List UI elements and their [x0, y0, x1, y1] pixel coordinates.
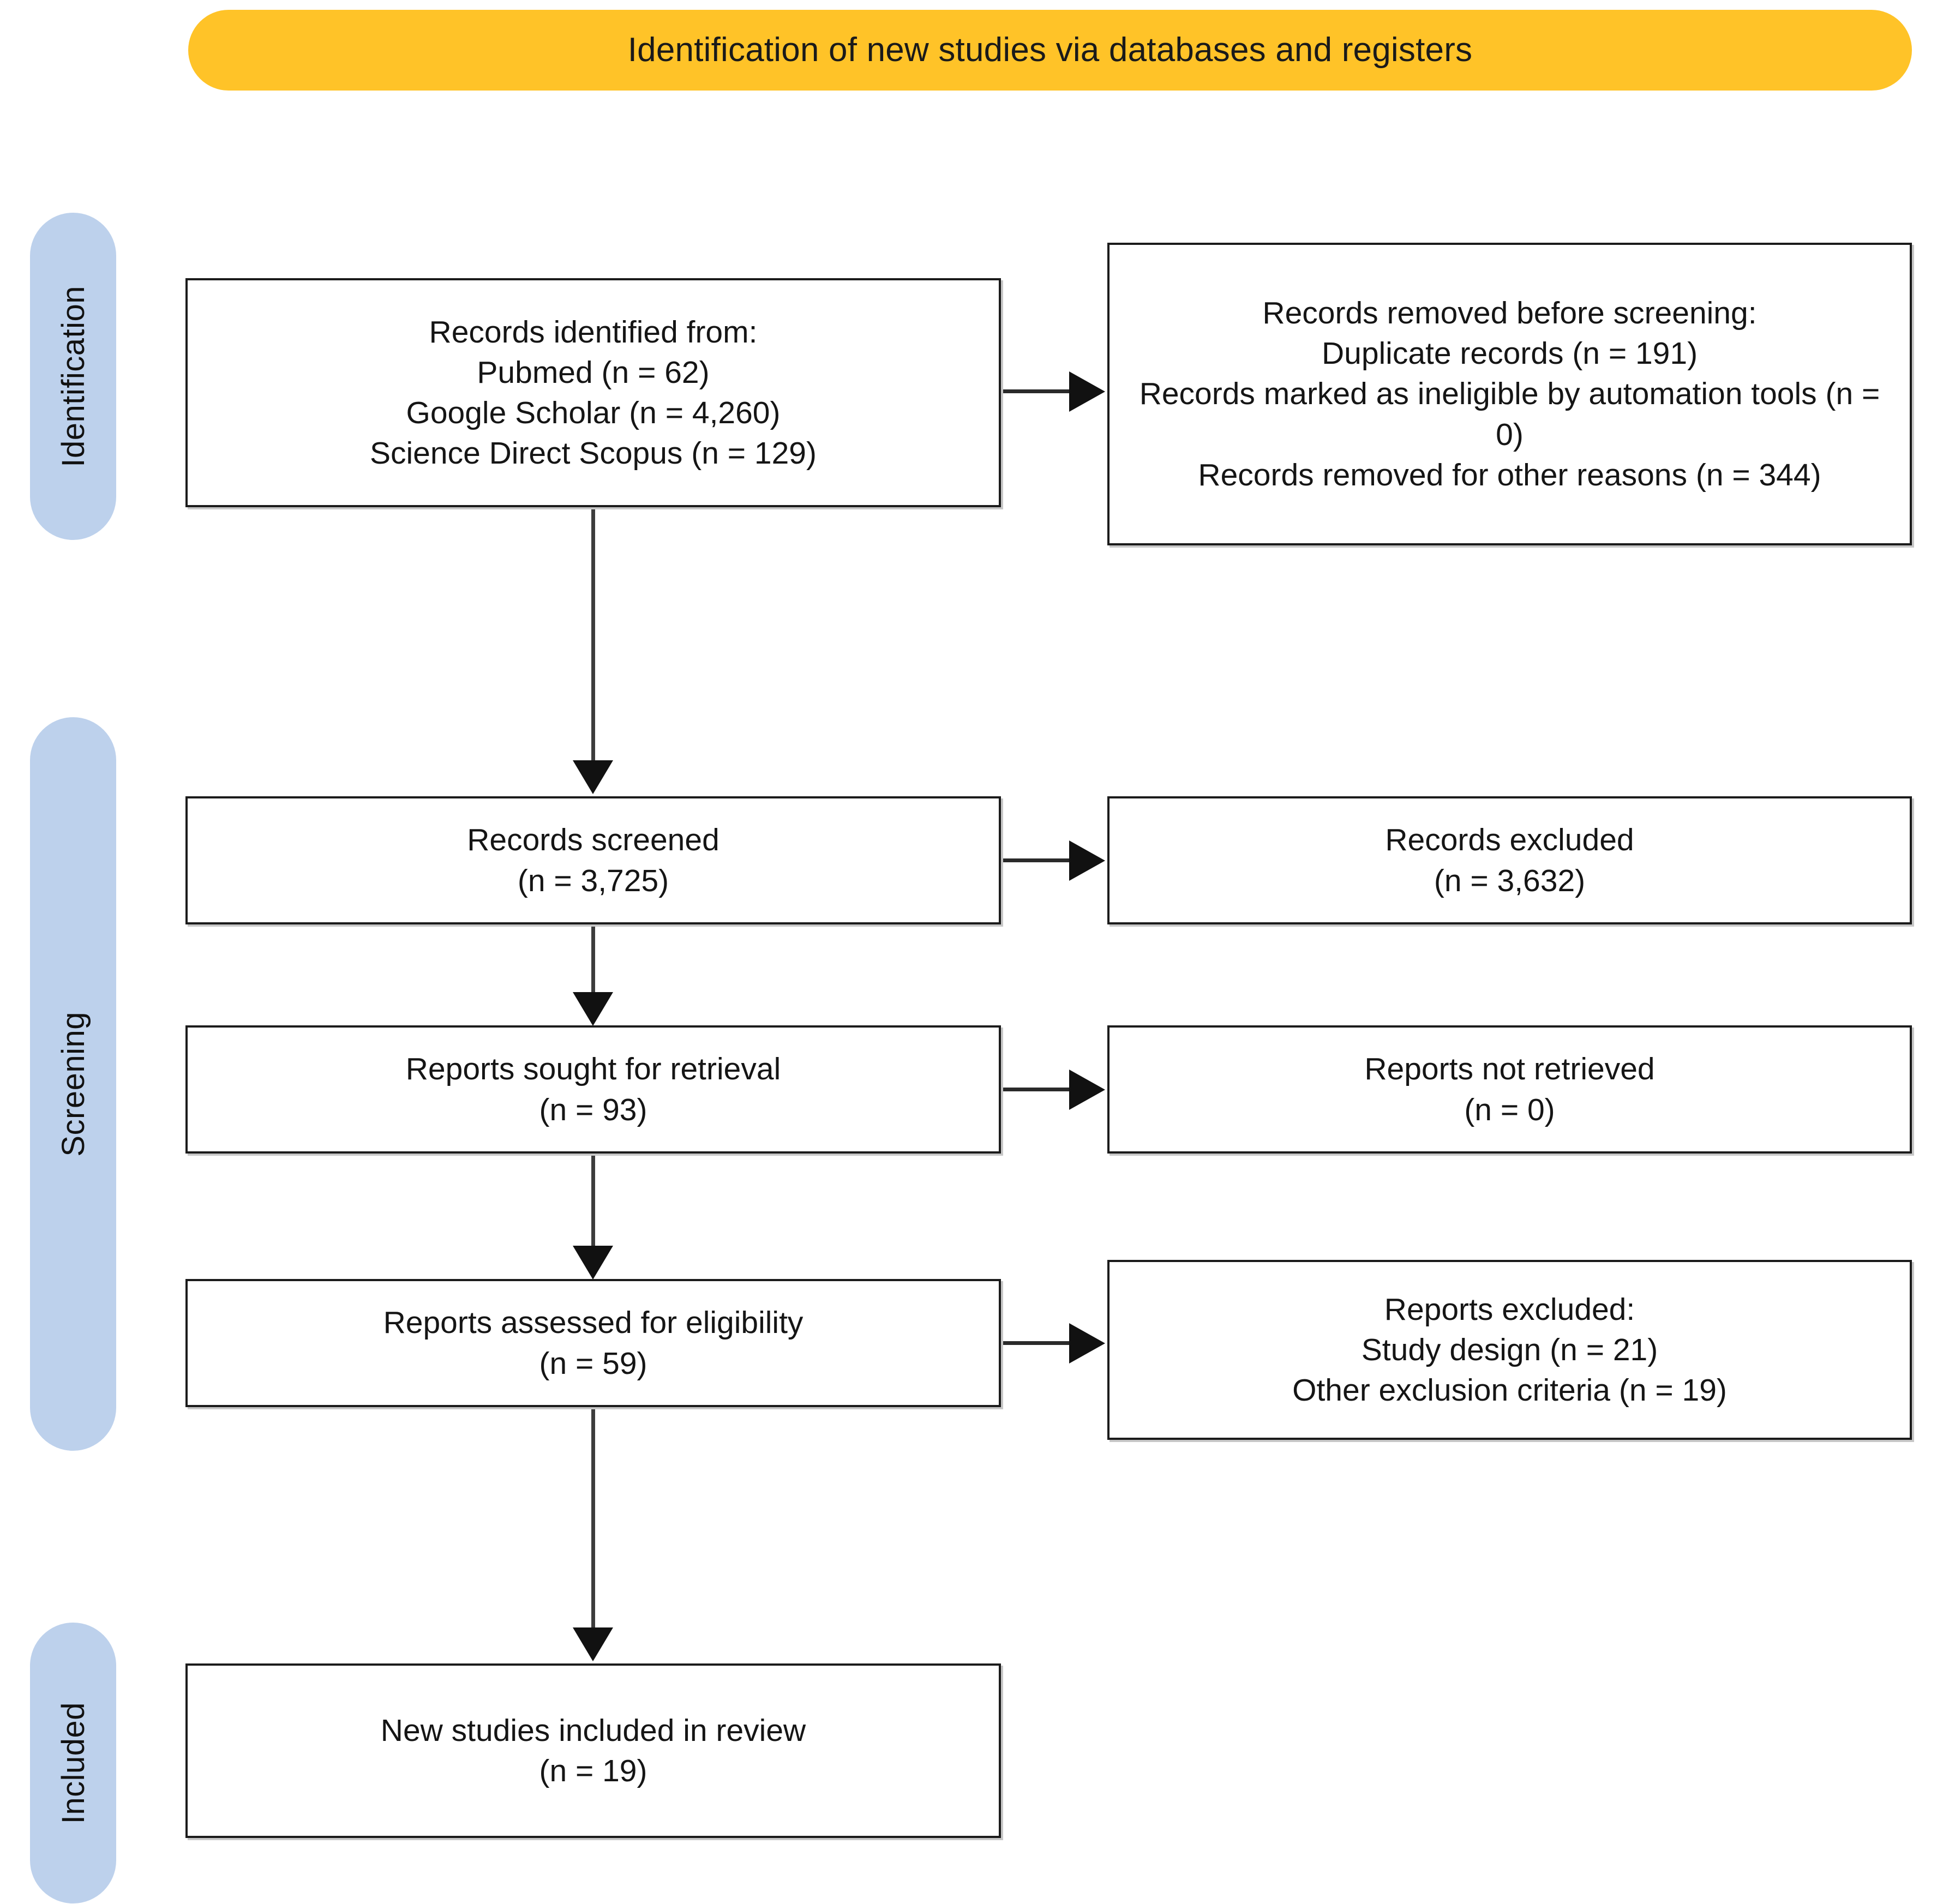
stage-pill-included: Included — [30, 1623, 116, 1903]
connector-assessed-to-reportsexcluded-arrowhead-icon — [1069, 1323, 1105, 1364]
connector-assessed-to-included-line — [591, 1409, 595, 1627]
box-records-identified: Records identified from: Pubmed (n = 62)… — [185, 278, 1001, 507]
box-records-screened-text: Records screened (n = 3,725) — [467, 822, 719, 898]
box-reports-sought-text: Reports sought for retrieval (n = 93) — [405, 1052, 781, 1127]
box-records-screened: Records screened (n = 3,725) — [185, 796, 1001, 924]
box-reports-not-retrieved: Reports not retrieved (n = 0) — [1107, 1025, 1912, 1154]
box-records-excluded-text: Records excluded (n = 3,632) — [1385, 822, 1634, 898]
box-reports-sought-for-retrieval: Reports sought for retrieval (n = 93) — [185, 1025, 1001, 1154]
box-new-studies-included: New studies included in review (n = 19) — [185, 1663, 1001, 1838]
diagram-header-banner: Identification of new studies via databa… — [188, 10, 1912, 91]
connector-sought-to-assessed-arrowhead-icon — [573, 1246, 613, 1280]
connector-assessed-to-included-arrowhead-icon — [573, 1627, 613, 1661]
box-records-removed-before-screening: Records removed before screening: Duplic… — [1107, 243, 1912, 545]
connector-identified-to-screened-arrowhead-icon — [573, 760, 613, 794]
connector-screened-to-excluded-line — [1003, 858, 1080, 862]
stage-pill-identification: Identification — [30, 213, 116, 540]
connector-screened-to-excluded-arrowhead-icon — [1069, 840, 1105, 881]
box-reports-excluded-text: Reports excluded: Study design (n = 21) … — [1292, 1292, 1727, 1408]
connector-assessed-to-reportsexcluded-line — [1003, 1341, 1080, 1345]
stage-pill-screening: Screening — [30, 717, 116, 1451]
box-reports-not-retrieved-text: Reports not retrieved (n = 0) — [1364, 1052, 1655, 1127]
connector-identified-to-removed-line — [1003, 389, 1080, 393]
connector-screened-to-sought-arrowhead-icon — [573, 992, 613, 1026]
connector-sought-to-assessed-line — [591, 1156, 595, 1246]
connector-sought-to-notretrieved-arrowhead-icon — [1069, 1070, 1105, 1110]
stage-label-identification: Identification — [55, 285, 91, 467]
box-reports-assessed-for-eligibility: Reports assessed for eligibility (n = 59… — [185, 1279, 1001, 1407]
box-reports-assessed-text: Reports assessed for eligibility (n = 59… — [383, 1305, 803, 1381]
connector-screened-to-sought-line — [591, 927, 595, 992]
diagram-title: Identification of new studies via databa… — [627, 31, 1473, 69]
connector-identified-to-removed-arrowhead-icon — [1069, 371, 1105, 412]
box-records-excluded: Records excluded (n = 3,632) — [1107, 796, 1912, 924]
box-new-studies-included-text: New studies included in review (n = 19) — [380, 1713, 806, 1788]
box-reports-excluded: Reports excluded: Study design (n = 21) … — [1107, 1260, 1912, 1440]
box-records-removed-text: Records removed before screening: Duplic… — [1139, 296, 1880, 492]
connector-identified-to-screened-line — [591, 509, 595, 760]
connector-sought-to-notretrieved-line — [1003, 1088, 1080, 1091]
stage-label-included: Included — [55, 1702, 91, 1824]
stage-label-screening: Screening — [55, 1011, 91, 1157]
box-records-identified-text: Records identified from: Pubmed (n = 62)… — [370, 314, 817, 471]
